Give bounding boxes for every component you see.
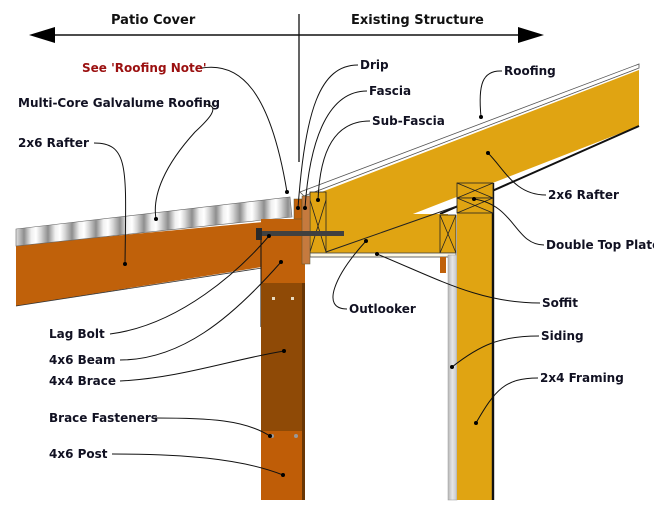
drip-label: Drip [360, 58, 389, 72]
existing-rafter-leader [487, 152, 547, 196]
leader-dot [268, 434, 272, 438]
sub-fascia-label: Sub-Fascia [372, 114, 445, 128]
post-shadow-edge [302, 283, 305, 500]
labels-left: See 'Roofing Note' Multi-Core Galvalume … [18, 61, 289, 477]
existing-structure-heading: Existing Structure [351, 13, 484, 28]
beam-label: 4x6 Beam [49, 353, 116, 367]
existing-roofing [299, 63, 640, 197]
fascia-label: Fascia [369, 84, 411, 98]
lag-bolt-head [256, 228, 262, 240]
leader-dot [375, 252, 379, 256]
sub-fascia-leader [317, 120, 371, 201]
brace-post-upper [261, 283, 305, 431]
leader-dot [296, 206, 300, 210]
wall-framing [457, 183, 493, 500]
left-arrowhead-icon [29, 27, 55, 43]
fascia-leader [304, 90, 368, 209]
leader-dot [316, 198, 320, 202]
leader-dot [364, 239, 368, 243]
blocking [439, 214, 457, 254]
galvalume-label: Multi-Core Galvalume Roofing [18, 96, 220, 110]
double-top-plate [456, 182, 494, 214]
roofing-leader [479, 70, 503, 118]
leader-dot [479, 115, 483, 119]
lag-bolt-leader [109, 235, 270, 335]
fastener-icon [291, 297, 294, 300]
patio-rafter [16, 218, 306, 306]
labels-right: Drip Fascia Sub-Fascia Roofing 2x6 Rafte… [296, 58, 654, 425]
lag-bolt [262, 231, 344, 236]
leader-dot [281, 473, 285, 477]
roofing-note-leader [201, 66, 288, 193]
outlooker-leader [332, 240, 367, 310]
siding-leader [451, 335, 540, 368]
brace-fasteners-label: Brace Fasteners [49, 411, 158, 425]
brace-leader [119, 350, 285, 382]
leader-dot [282, 349, 286, 353]
post-lower [261, 431, 305, 500]
header-dimension-arrows: Patio Cover Existing Structure [29, 13, 544, 162]
existing-structure [299, 63, 640, 501]
double-top-plate-label: Double Top Plate [546, 238, 654, 252]
leader-dot [285, 190, 289, 194]
drip-leader [297, 64, 359, 209]
patio-rafter-bottom-edge [15, 267, 263, 307]
double-top-plate-leader [473, 198, 545, 246]
siding-label: Siding [541, 329, 584, 343]
leader-dot [474, 421, 478, 425]
galvalume-leader [154, 103, 214, 220]
framing-label: 2x4 Framing [540, 371, 624, 385]
beam [261, 219, 305, 283]
fastener-icon [294, 434, 298, 438]
siding [447, 254, 458, 501]
fastener-icon [272, 297, 275, 300]
leader-dot [486, 151, 490, 155]
brace-label: 4x4 Brace [49, 374, 116, 388]
patio-rafter-leader [93, 142, 127, 265]
roofing-note-label: See 'Roofing Note' [82, 61, 207, 75]
leader-dot [123, 262, 127, 266]
outlooker-label: Outlooker [349, 302, 416, 316]
post-label: 4x6 Post [49, 447, 108, 461]
patio-rafter-label: 2x6 Rafter [18, 136, 89, 150]
existing-rafter-label: 2x6 Rafter [548, 188, 619, 202]
galvalume-roofing [15, 196, 293, 247]
right-arrowhead-icon [518, 27, 544, 43]
brace-fasteners-leader [154, 417, 271, 437]
leader-dot [267, 234, 271, 238]
leader-dot [303, 206, 307, 210]
lag-bolt-label: Lag Bolt [49, 327, 105, 341]
soffit-label: Soffit [542, 296, 578, 310]
leader-dot [472, 197, 476, 201]
fascia [301, 195, 311, 265]
leader-dot [450, 365, 454, 369]
leader-dot [154, 217, 158, 221]
soffit-leader [376, 253, 541, 304]
patio-cover-heading: Patio Cover [111, 13, 196, 28]
post-leader [111, 453, 284, 476]
outlooker-edge [325, 204, 461, 253]
roofing-label: Roofing [504, 64, 556, 78]
soffit-trim [440, 257, 446, 273]
leader-dot [279, 260, 283, 264]
framing-leader [475, 377, 539, 424]
patio-cover [15, 195, 344, 500]
existing-rafter [306, 70, 639, 254]
beam-leader [119, 261, 282, 361]
